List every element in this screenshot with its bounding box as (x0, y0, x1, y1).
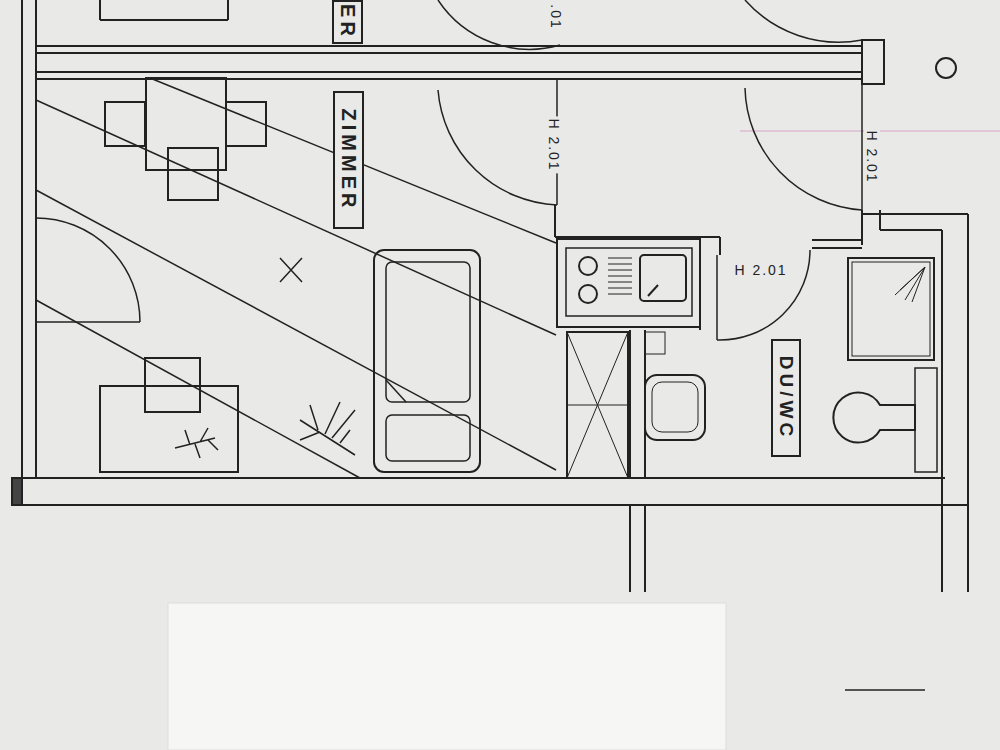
bathroom-fixtures (645, 258, 937, 472)
door-height: H 2.01 (546, 116, 562, 173)
bed (374, 250, 480, 472)
diagonal-hatch (36, 78, 556, 478)
room-name: ER (336, 4, 359, 40)
room-name: H 2.01 (546, 116, 562, 173)
room-label-box: DU/WC (771, 339, 801, 457)
room-name: .01 (548, 2, 564, 31)
plants (175, 402, 355, 458)
doors (36, 0, 862, 340)
wardrobe (567, 332, 628, 478)
door-height: H 2.01 (864, 128, 880, 185)
door-height: H 2.01 (732, 262, 789, 278)
room-name: H 2.01 (732, 262, 789, 278)
room-name: H 2.01 (864, 128, 880, 185)
grid-marker (936, 58, 956, 78)
paper-sheet (168, 603, 726, 750)
furniture (100, 78, 302, 472)
door-height: .01 (548, 2, 564, 31)
room-name: ZIMMER (337, 109, 360, 212)
room-label-box: ER (332, 0, 363, 44)
kitchenette (557, 239, 700, 327)
walls (12, 0, 968, 592)
scan-line (845, 689, 925, 691)
room-name: DU/WC (775, 356, 797, 440)
room-label-box: ZIMMER (333, 91, 364, 229)
